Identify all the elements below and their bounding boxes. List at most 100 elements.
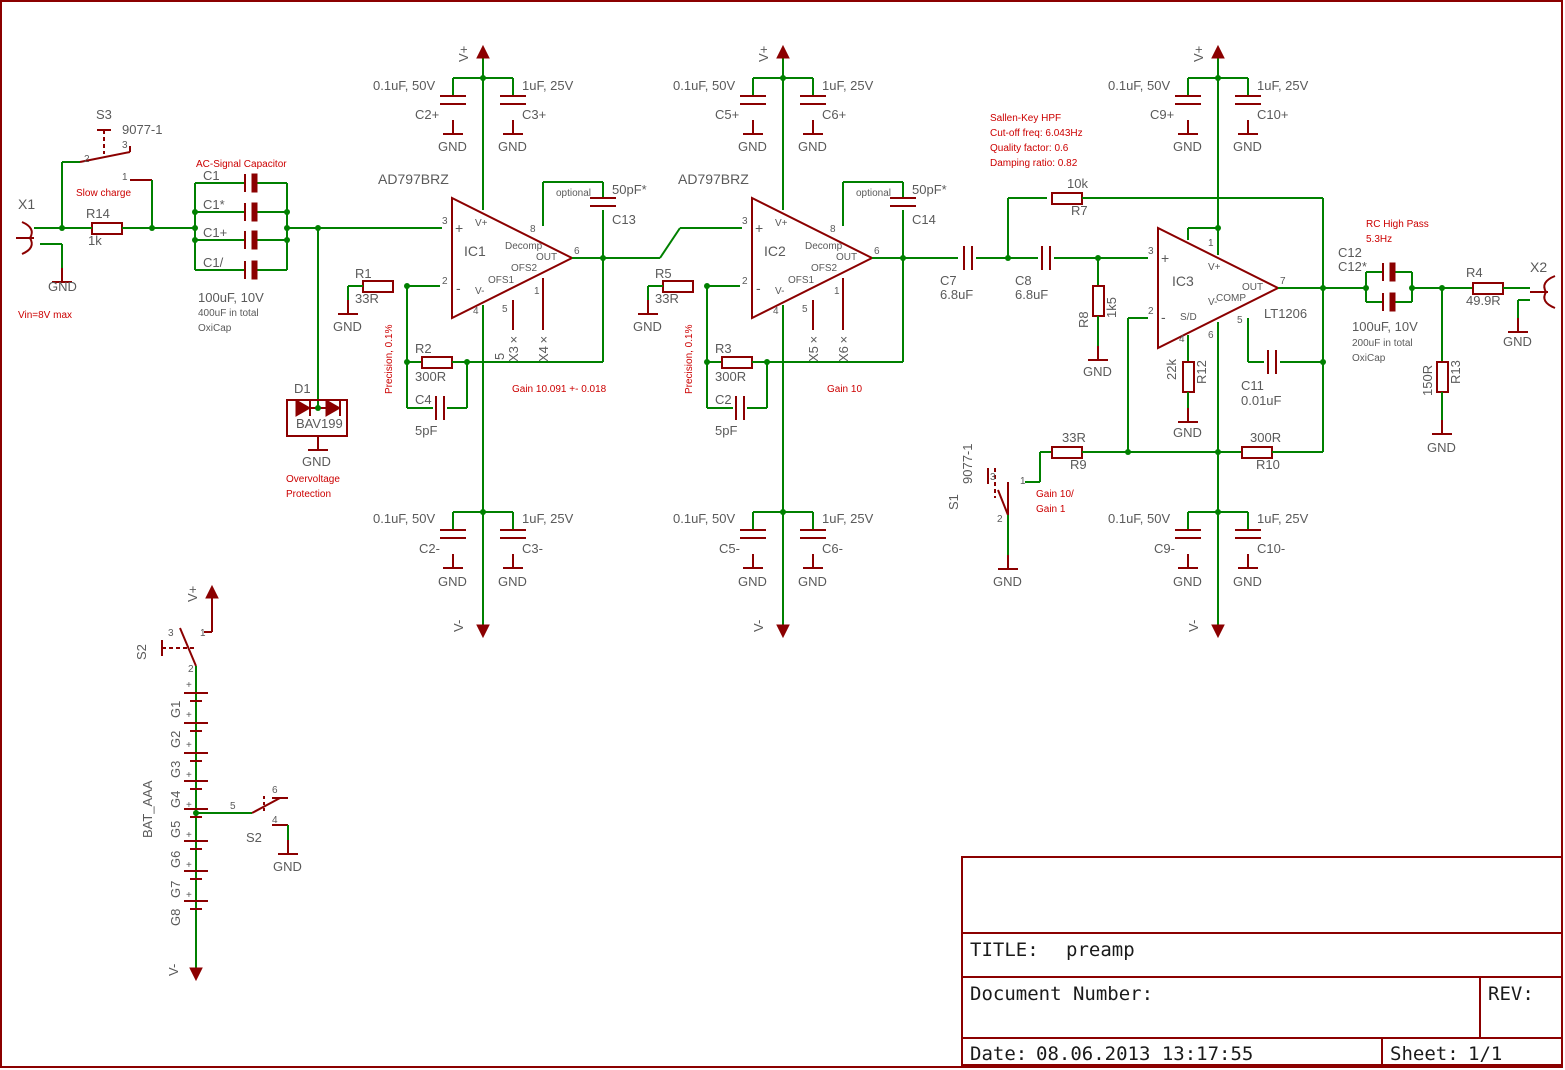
svg-text:7: 7 <box>1280 276 1286 287</box>
svg-text:S/D: S/D <box>1180 312 1197 323</box>
svg-text:C9-: C9- <box>1154 541 1175 556</box>
ic1-stage: IC1 AD797BRZ + - V+ V- Decomp OUT OFS2 O… <box>333 45 660 638</box>
svg-text:1: 1 <box>1020 476 1026 487</box>
svg-text:×: × <box>840 332 848 347</box>
svg-text:optional: optional <box>856 188 891 199</box>
ic2-stage: IC2 AD797BRZ + - V+ V- Decomp OUT OFS2 O… <box>633 45 958 638</box>
svg-text:GND: GND <box>333 319 362 334</box>
svg-text:IC1: IC1 <box>464 243 486 259</box>
svg-text:Overvoltage: Overvoltage <box>286 474 340 485</box>
svg-text:OxiCap: OxiCap <box>198 323 232 334</box>
svg-text:GND: GND <box>633 319 662 334</box>
svg-text:V+: V+ <box>456 46 471 62</box>
svg-text:9077-1: 9077-1 <box>960 444 975 484</box>
svg-text:Precision, 0.1%: Precision, 0.1% <box>384 324 395 394</box>
svg-text:6: 6 <box>272 785 278 796</box>
svg-text:0.1uF, 50V: 0.1uF, 50V <box>673 78 735 93</box>
svg-text:4: 4 <box>1179 334 1185 345</box>
svg-text:GND: GND <box>1233 574 1262 589</box>
svg-text:R5: R5 <box>655 266 672 281</box>
svg-text:3: 3 <box>1148 246 1154 257</box>
svg-text:8: 8 <box>530 224 536 235</box>
svg-text:G2: G2 <box>168 731 183 748</box>
svg-text:5: 5 <box>502 304 508 315</box>
svg-text:OFS1: OFS1 <box>788 275 815 286</box>
svg-text:4: 4 <box>272 815 278 826</box>
x2-label: X2 <box>1530 259 1547 275</box>
svg-text:GND: GND <box>48 279 77 294</box>
svg-text:AD797BRZ: AD797BRZ <box>678 171 749 187</box>
svg-text:3: 3 <box>990 472 996 483</box>
svg-text:-: - <box>756 280 761 296</box>
ic3-stage: Sallen-Key HPF Cut-off freq: 6.043Hz Qua… <box>940 45 1366 638</box>
svg-text:GND: GND <box>798 139 827 154</box>
svg-text:C2+: C2+ <box>415 107 439 122</box>
svg-text:+: + <box>186 830 192 841</box>
svg-text:R2: R2 <box>415 341 432 356</box>
svg-text:+: + <box>186 770 192 781</box>
svg-text:6: 6 <box>874 246 880 257</box>
svg-text:V-: V- <box>166 964 181 976</box>
svg-text:OFS2: OFS2 <box>511 263 538 274</box>
svg-text:+: + <box>1161 250 1169 266</box>
svg-text:Gain 10.091 +- 0.018: Gain 10.091 +- 0.018 <box>512 384 607 395</box>
svg-text:G1: G1 <box>168 701 183 718</box>
svg-text:3: 3 <box>442 216 448 227</box>
svg-text:S1: S1 <box>946 494 961 510</box>
date-value: 08.06.2013 13:17:55 <box>1036 1043 1253 1065</box>
svg-text:1uF, 25V: 1uF, 25V <box>1257 78 1309 93</box>
svg-text:IC3: IC3 <box>1172 273 1194 289</box>
svg-text:2: 2 <box>1148 306 1154 317</box>
svg-text:1: 1 <box>834 286 840 297</box>
svg-text:C8: C8 <box>1015 273 1032 288</box>
svg-text:X5: X5 <box>806 346 821 362</box>
svg-text:V+: V+ <box>475 218 488 229</box>
svg-text:49.9R: 49.9R <box>1466 293 1501 308</box>
svg-text:+: + <box>186 680 192 691</box>
svg-text:GND: GND <box>273 859 302 874</box>
svg-text:C1: C1 <box>203 168 220 183</box>
svg-text:5: 5 <box>802 304 808 315</box>
svg-text:50pF*: 50pF* <box>612 182 647 197</box>
svg-text:V-: V- <box>1186 620 1201 632</box>
svg-text:C10-: C10- <box>1257 541 1285 556</box>
svg-text:0.1uF, 50V: 0.1uF, 50V <box>1108 511 1170 526</box>
svg-text:R8: R8 <box>1076 311 1091 328</box>
svg-text:OFS2: OFS2 <box>811 263 838 274</box>
svg-text:V+: V+ <box>1191 46 1206 62</box>
svg-text:V+: V+ <box>185 586 200 602</box>
svg-text:R4: R4 <box>1466 265 1483 280</box>
svg-text:G3: G3 <box>168 761 183 778</box>
svg-text:C11: C11 <box>1241 378 1264 393</box>
svg-text:COMP: COMP <box>1216 293 1246 304</box>
sheet-value: 1/1 <box>1468 1043 1502 1065</box>
ic3-opamp <box>1157 226 1281 350</box>
svg-text:33R: 33R <box>1062 430 1086 445</box>
svg-text:V-: V- <box>451 620 466 632</box>
svg-text:0.1uF, 50V: 0.1uF, 50V <box>1108 78 1170 93</box>
svg-text:1: 1 <box>122 172 128 183</box>
svg-text:200uF in total: 200uF in total <box>1352 338 1413 349</box>
svg-text:2: 2 <box>997 514 1003 525</box>
svg-text:GND: GND <box>798 574 827 589</box>
svg-text:5pF: 5pF <box>715 423 737 438</box>
svg-text:1: 1 <box>534 286 540 297</box>
svg-text:×: × <box>810 332 818 347</box>
svg-text:1uF, 25V: 1uF, 25V <box>522 511 574 526</box>
svg-text:IC2: IC2 <box>764 243 786 259</box>
svg-text:5: 5 <box>492 353 507 360</box>
title-value: preamp <box>1066 939 1135 961</box>
svg-text:Quality factor: 0.6: Quality factor: 0.6 <box>990 143 1069 154</box>
svg-text:Gain 10: Gain 10 <box>827 384 862 395</box>
svg-text:300R: 300R <box>1250 430 1281 445</box>
svg-text:C2-: C2- <box>419 541 440 556</box>
svg-text:OUT: OUT <box>536 252 557 263</box>
svg-text:X4: X4 <box>536 346 551 362</box>
svg-text:AC-Signal Capacitor: AC-Signal Capacitor <box>196 159 287 170</box>
svg-text:OFS1: OFS1 <box>488 275 515 286</box>
svg-text:G6: G6 <box>168 851 183 868</box>
svg-text:Gain 1: Gain 1 <box>1036 504 1066 515</box>
svg-text:C5+: C5+ <box>715 107 739 122</box>
svg-text:4: 4 <box>473 306 479 317</box>
